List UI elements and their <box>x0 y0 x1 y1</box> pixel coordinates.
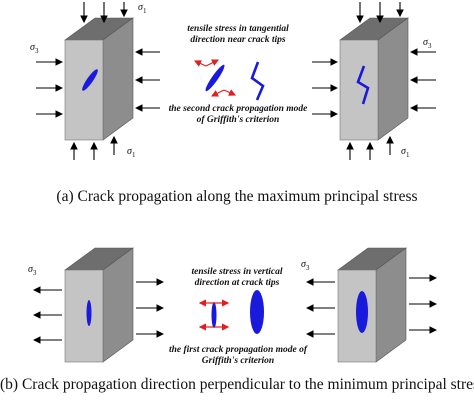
note-a-top-line2: direction near crack tips <box>190 35 286 45</box>
sigma1-label-a-left-bottom: σ1 <box>127 146 136 159</box>
note-b-bottom-line1: the first crack propagation mode of <box>168 345 307 355</box>
arrows-a-left-right <box>134 48 160 112</box>
block-a-right <box>339 17 409 141</box>
arrows-a-left-left <box>36 58 64 118</box>
note-b-top-line2: direction at crack tips <box>194 278 280 288</box>
crack-tension-illustration-b <box>198 290 264 334</box>
sigma1-label-a-left-top: σ1 <box>138 2 147 15</box>
arrows-a-right-right <box>409 48 436 112</box>
arrows-b-right-right <box>409 274 438 334</box>
caption-a: (a) Crack propagation along the maximum … <box>56 188 418 205</box>
block-b-left <box>64 247 134 363</box>
note-a-bottom-line2: of Griffith's criterion <box>196 115 280 125</box>
arrows-a-left-top <box>80 2 128 24</box>
arrows-b-left-right <box>136 278 165 338</box>
note-a-top-line1: tensile stress in tangential <box>187 24 289 34</box>
note-b-top-line1: tensile stress in vertical <box>191 267 283 277</box>
note-b-top: tensile stress in vertical direction at … <box>162 267 312 289</box>
crack-inclined <box>82 69 98 91</box>
sigma1-label-a-right-bottom: σ1 <box>401 146 410 159</box>
arrows-b-right-left <box>305 278 335 338</box>
arrows-a-right-left <box>312 58 339 118</box>
arrows-a-left-bottom <box>70 135 118 160</box>
note-a-bottom: the second crack propagation mode of Gri… <box>150 104 326 126</box>
block-b-right <box>337 247 407 363</box>
sigma3-label-b-left: σ3 <box>28 264 37 277</box>
note-b-bottom: the first crack propagation mode of Grif… <box>148 345 328 367</box>
block-a-left <box>64 17 134 141</box>
arrows-a-right-top <box>356 2 404 24</box>
sigma3-label-a-left: σ3 <box>30 42 39 55</box>
note-b-bottom-line2: Griffith's criterion <box>201 356 275 366</box>
sigma3-label-b-right: σ3 <box>301 259 310 272</box>
note-a-top: tensile stress in tangential direction n… <box>160 24 316 46</box>
caption-b: (b) Crack propagation direction perpendi… <box>0 376 474 393</box>
sigma3-label-a-right: σ3 <box>423 37 432 50</box>
note-a-bottom-line1: the second crack propagation mode <box>168 104 308 114</box>
arrows-b-left-left <box>32 286 62 344</box>
arrows-a-right-bottom <box>346 135 394 160</box>
crack-tension-illustration-a <box>193 59 265 101</box>
